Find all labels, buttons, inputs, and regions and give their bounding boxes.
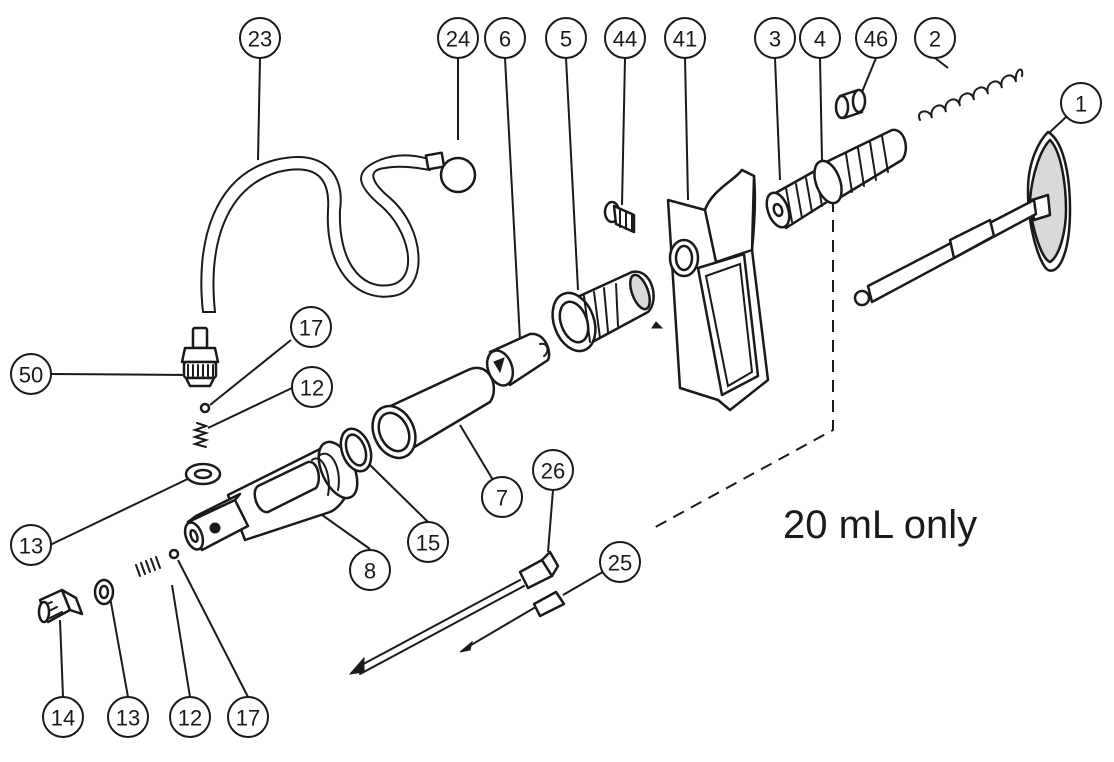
callout-50: 50 <box>10 353 52 395</box>
callout-44: 44 <box>604 17 646 59</box>
callout-17-bottom: 17 <box>227 696 269 738</box>
callout-4: 4 <box>799 17 841 59</box>
nut-part-6 <box>485 332 551 387</box>
svg-text:26: 26 <box>541 459 565 484</box>
svg-text:1: 1 <box>1075 92 1087 117</box>
callout-26: 26 <box>532 449 574 491</box>
spring-part-12-top <box>191 422 210 448</box>
leader-lines <box>49 57 1082 698</box>
barrel-part-7 <box>371 366 496 460</box>
callout-3: 3 <box>754 17 796 59</box>
handle-part-41 <box>666 168 770 412</box>
svg-text:25: 25 <box>608 551 632 576</box>
callout-1: 1 <box>1060 82 1102 124</box>
svg-text:2: 2 <box>929 27 941 52</box>
svg-text:24: 24 <box>446 27 470 52</box>
ball-part-17-bottom <box>168 548 180 560</box>
callout-2: 2 <box>914 17 956 59</box>
svg-text:41: 41 <box>673 27 697 52</box>
fitting-part-14 <box>37 588 84 624</box>
svg-text:23: 23 <box>248 27 272 52</box>
callout-46: 46 <box>855 17 897 59</box>
callout-15: 15 <box>407 521 449 563</box>
svg-text:7: 7 <box>496 486 508 511</box>
callout-7: 7 <box>481 476 523 518</box>
callout-13-top: 13 <box>10 524 52 566</box>
ball-part-24 <box>439 156 477 194</box>
svg-text:50: 50 <box>19 363 43 388</box>
o-ring-part-15 <box>339 427 373 473</box>
needle-part-26 <box>348 550 560 675</box>
svg-text:14: 14 <box>51 706 75 731</box>
needle-part-25 <box>459 590 566 653</box>
callout-12-bottom: 12 <box>169 696 211 738</box>
tube-part-23 <box>200 151 446 313</box>
spring-part-2 <box>918 68 1024 121</box>
svg-text:4: 4 <box>814 27 826 52</box>
rod-part-4 <box>813 128 908 205</box>
fitting-part-50 <box>180 326 220 388</box>
callout-41: 41 <box>664 17 706 59</box>
svg-text:13: 13 <box>19 534 43 559</box>
cap-part-5 <box>551 270 664 353</box>
plunger-part-1 <box>853 130 1072 307</box>
callout-24: 24 <box>437 17 479 59</box>
callout-14: 14 <box>42 696 84 738</box>
svg-text:44: 44 <box>613 27 637 52</box>
svg-text:12: 12 <box>300 376 324 401</box>
callout-23: 23 <box>239 17 281 59</box>
washer-part-13-bottom <box>93 578 115 606</box>
svg-text:3: 3 <box>769 27 781 52</box>
washer-part-13-top <box>184 462 222 486</box>
callout-12-top: 12 <box>291 366 333 408</box>
callout-17-top: 17 <box>290 306 332 348</box>
callout-25: 25 <box>599 541 641 583</box>
svg-text:5: 5 <box>560 27 572 52</box>
svg-text:17: 17 <box>236 706 260 731</box>
callout-5: 5 <box>545 17 587 59</box>
spring-part-12-bottom <box>135 556 161 577</box>
svg-text:46: 46 <box>864 27 888 52</box>
callout-13-bottom: 13 <box>107 696 149 738</box>
svg-text:15: 15 <box>416 531 440 556</box>
note-20ml-only: 20 mL only <box>783 503 978 547</box>
svg-text:12: 12 <box>178 706 202 731</box>
callout-8: 8 <box>349 549 391 591</box>
ball-part-17-top <box>199 402 211 414</box>
svg-text:13: 13 <box>116 706 140 731</box>
svg-text:8: 8 <box>364 559 376 584</box>
assembly-dashed-line <box>649 200 834 531</box>
svg-text:17: 17 <box>299 316 323 341</box>
bushing-part-46 <box>834 88 867 120</box>
valve-body-part-8 <box>183 440 359 552</box>
screw-part-44 <box>603 200 636 234</box>
svg-text:6: 6 <box>499 27 511 52</box>
callout-6: 6 <box>484 17 526 59</box>
